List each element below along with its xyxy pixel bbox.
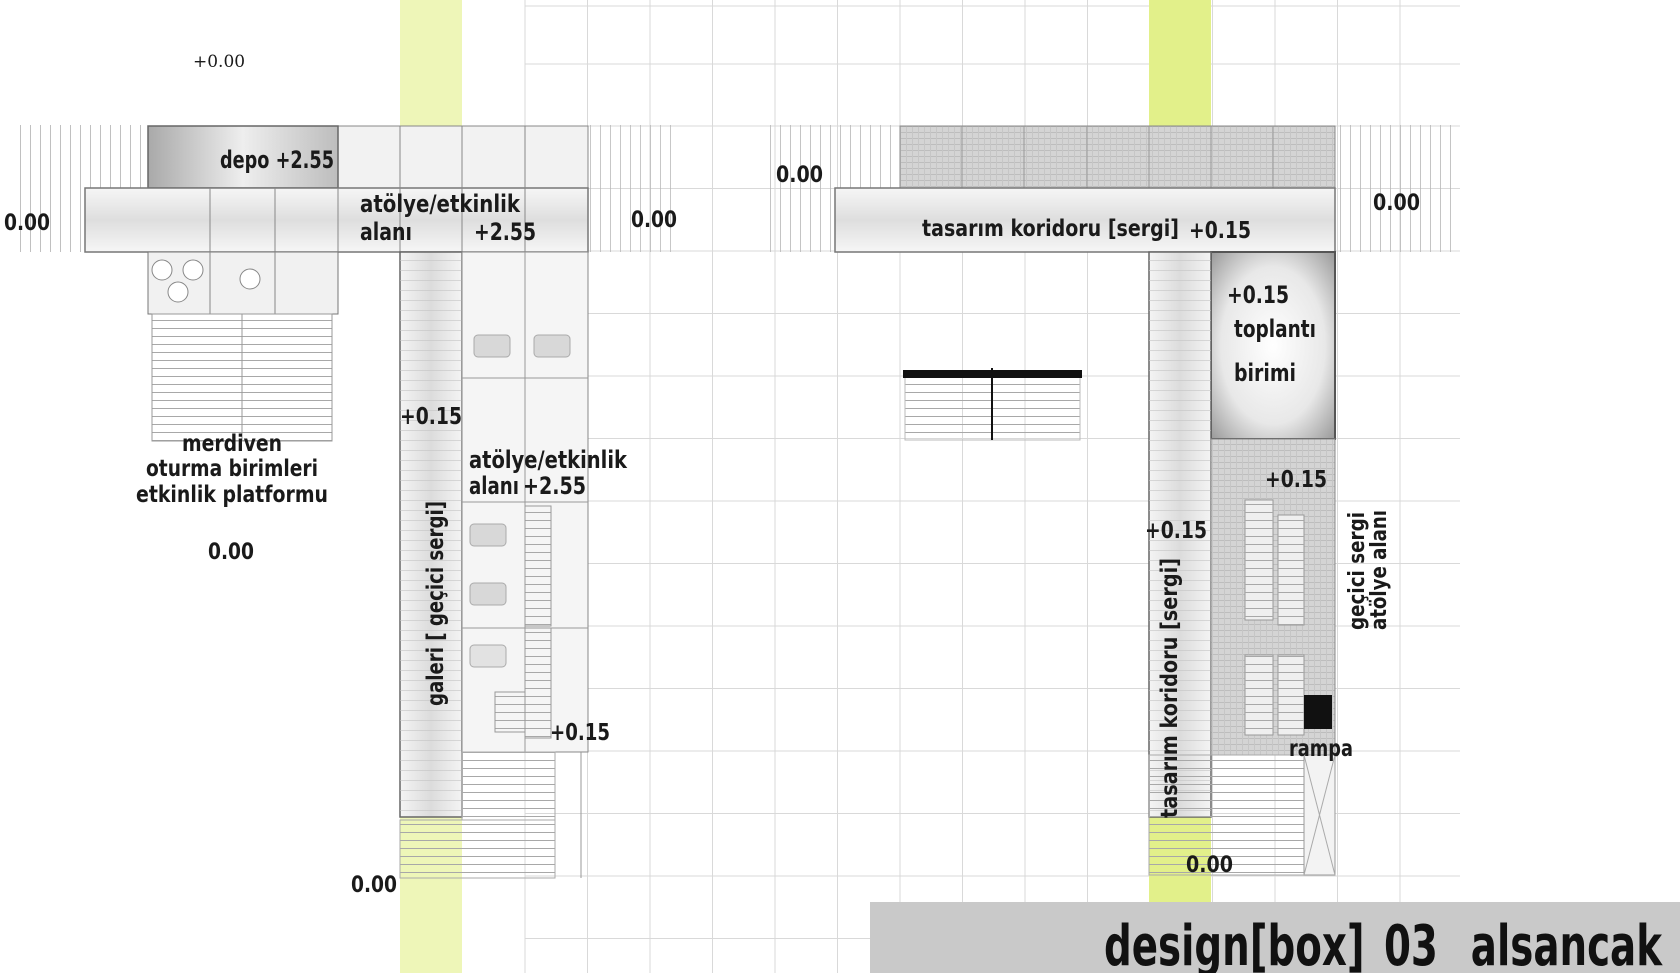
table (533, 334, 571, 358)
label-level: 0.00 (208, 540, 254, 565)
right-plan-labels: 0.00 0.00 tasarım koridoru [sergi] +0.15… (776, 163, 1420, 878)
label-level: +0.15 (1227, 281, 1289, 309)
top-corridor (84, 187, 589, 253)
label-level: 0.00 (776, 163, 823, 188)
label-level: 0.00 (1186, 853, 1233, 878)
label-corridor-top: tasarım koridoru [sergi] (922, 216, 1179, 242)
label-level: 0.00 (351, 873, 397, 898)
label-level: +0.15 (400, 404, 462, 430)
label-level: 0.00 (631, 208, 677, 233)
table (469, 582, 507, 606)
label-gecici-2: atölye alanı (1367, 510, 1392, 630)
label-level: +0.15 (1145, 518, 1207, 544)
label-rampa: rampa (1289, 736, 1353, 762)
seat-stool (167, 281, 189, 303)
label-meeting-1: toplantı (1234, 315, 1316, 343)
label-atolye-lower-1: atölye/etkinlik (469, 446, 628, 474)
label-depo: depo +2.55 (220, 146, 334, 174)
left-plan (15, 125, 678, 879)
rack (524, 627, 552, 739)
datum-marker: +0.00 (193, 52, 245, 72)
label-merdiven-2: oturma birimleri (146, 456, 318, 482)
label-level: 0.00 (1373, 191, 1420, 216)
left-plan-labels: +0.00 depo +2.55 0.00 atölye/etkinlik al… (4, 52, 677, 898)
ramp-block (1304, 695, 1332, 729)
label-merdiven-1: merdiven (182, 431, 282, 457)
title-bar (870, 902, 1680, 973)
label-gecici-1: geçici sergi (1345, 512, 1370, 630)
bottom-steps (1148, 754, 1305, 876)
label-atolye-lower-2: alanı (469, 472, 519, 500)
table (473, 334, 511, 358)
label-level: +0.15 (1189, 218, 1251, 244)
slat-band-right (1335, 125, 1460, 252)
seat-stool (239, 268, 261, 290)
label-atolye-top-2: alanı (360, 218, 412, 246)
label-level: +2.55 (474, 218, 536, 246)
top-exhibit-strip (899, 125, 1336, 189)
design-corridor-top (834, 187, 1336, 253)
label-merdiven-3: etkinlik platformu (136, 482, 328, 508)
table (469, 644, 507, 668)
label-level: 0.00 (4, 211, 50, 236)
label-atolye-top-1: atölye/etkinlik (360, 190, 521, 218)
seat-stool (151, 259, 173, 281)
right-plan (765, 125, 1460, 876)
depo-room (147, 125, 339, 189)
seat-stool (182, 259, 204, 281)
label-level: +2.55 (523, 472, 586, 500)
slat-band-right (588, 125, 678, 252)
rack (494, 691, 526, 733)
bottom-steps (399, 819, 556, 879)
label-corridor-vertical: tasarım koridoru [sergi] (1157, 558, 1183, 818)
label-meeting-2: birimi (1234, 359, 1296, 387)
label-level: +0.15 (550, 720, 610, 746)
table (469, 523, 507, 547)
label-level: +0.15 (1265, 467, 1327, 493)
page-title: design[box]_03_ alsancak (1104, 914, 1663, 973)
rack (524, 505, 552, 627)
label-galeri: galeri [ geçici sergi] (423, 501, 449, 706)
